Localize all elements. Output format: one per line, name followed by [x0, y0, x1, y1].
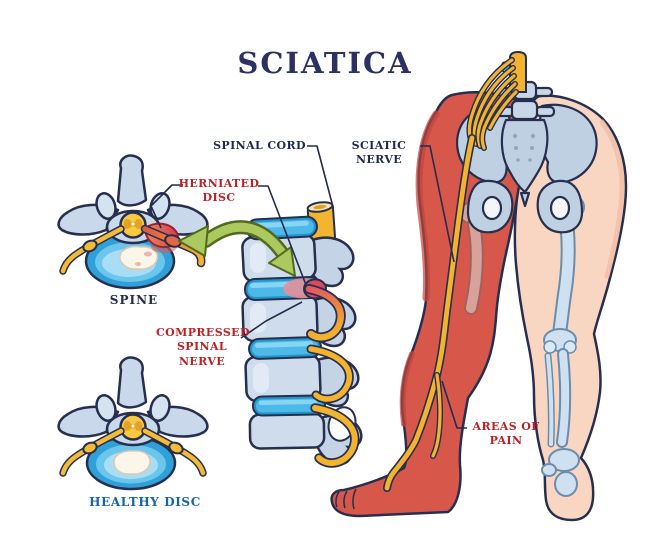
sciatic-nerve-graphic	[383, 50, 527, 492]
healthy-leg-shading	[599, 119, 625, 279]
right-ilium	[538, 103, 598, 184]
page-title: SCIATICA	[237, 46, 413, 80]
healthy-disc-label: HEALTHY DISC	[89, 495, 201, 509]
leg-skeleton	[541, 182, 585, 497]
spinal-column-figure	[241, 201, 363, 468]
spine-label: SPINE	[109, 293, 159, 307]
spinal-cord-leader-line	[307, 145, 334, 208]
sciatic-nerve-leader-line	[420, 145, 455, 263]
compressed-nerve-leader-line	[240, 301, 303, 339]
sciatic-nerve-label: SCIATIC NERVE	[351, 139, 407, 167]
toe-lines	[335, 488, 357, 510]
areas-of-pain-label: AREAS OF PAIN	[472, 420, 540, 448]
areas-of-pain-leader-line	[441, 380, 467, 429]
healthy-vertebra-figure	[57, 356, 209, 491]
herniation-pointer-arrow-icon	[178, 220, 296, 277]
left-obturator-foramen	[481, 195, 503, 221]
spinous-process	[116, 356, 148, 409]
coccyx	[519, 191, 531, 208]
sacral-foramina	[512, 133, 536, 162]
herniated-disc-label: HERNIATED DISC	[178, 177, 260, 205]
compressed-spinal-nerve-label: COMPRESSED SPINAL NERVE	[156, 326, 250, 368]
nerve-roots	[304, 284, 360, 468]
spinous-process	[116, 154, 148, 207]
spinal-cord-label: SPINAL CORD	[213, 139, 306, 152]
pain-leg-shading-calf	[399, 351, 415, 427]
ankle-bones	[548, 448, 580, 472]
right-obturator-foramen	[549, 195, 571, 221]
herniated-disc-right-leader-line	[258, 185, 307, 286]
herniated-disc-left-leader-line	[150, 184, 183, 229]
pain-leg-shading	[415, 110, 440, 302]
nucleus-centered	[113, 450, 151, 475]
herniated-vertebra-figure	[57, 154, 209, 290]
